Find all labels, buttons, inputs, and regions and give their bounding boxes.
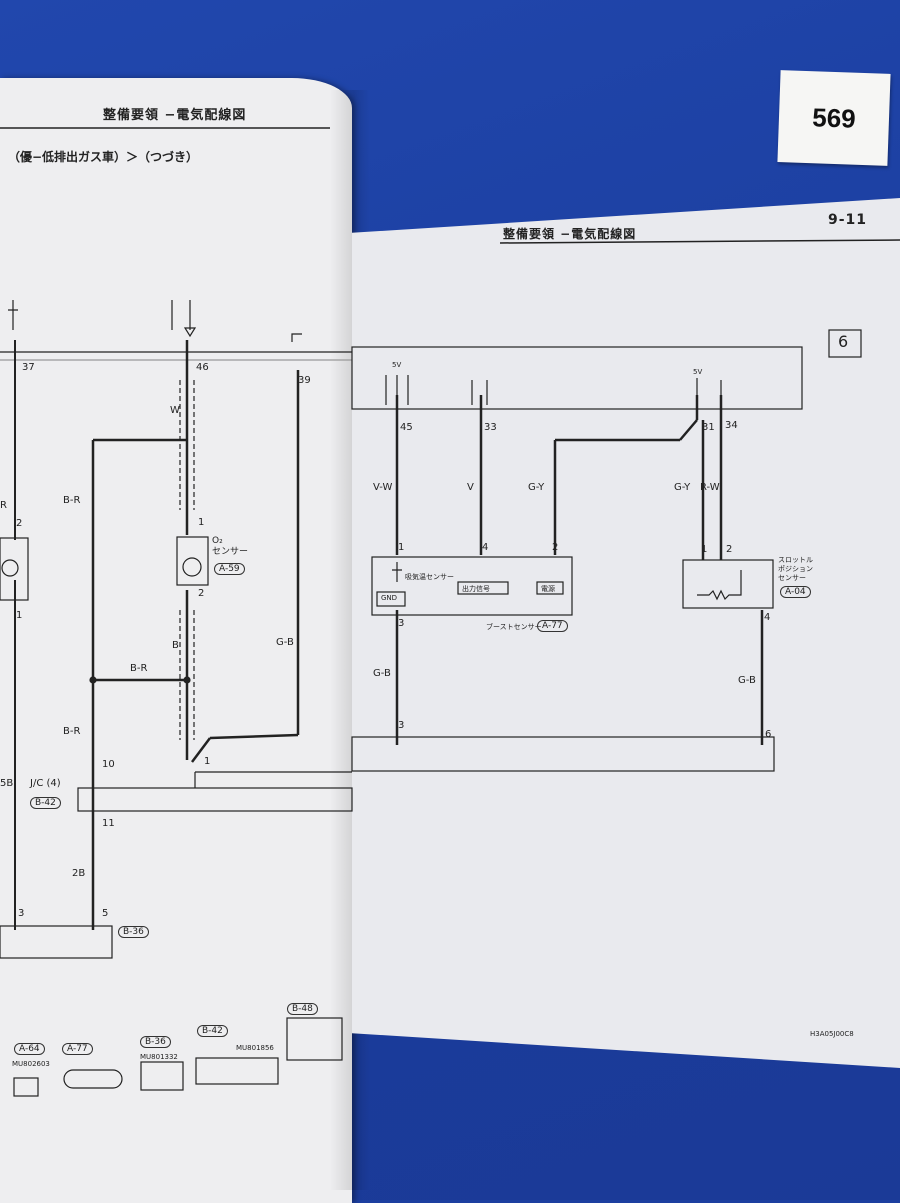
jc-label: J/C (4) — [30, 778, 61, 789]
pin-label: 33 — [484, 422, 497, 433]
pin-label: 1 — [198, 517, 205, 528]
wire-label: R — [0, 500, 7, 511]
boost-sensor-code: A-77 — [537, 620, 568, 632]
o2-sensor-label: O₂ センサー — [212, 536, 249, 557]
pin-label: 34 — [725, 420, 738, 431]
pin-label: 31 — [702, 422, 715, 433]
power-label: 電源 — [541, 585, 555, 593]
o2-sensor-code: A-59 — [214, 563, 245, 575]
throttle-sensor-label: スロットル ポジション センサー — [778, 556, 813, 582]
section-number: 6 — [838, 332, 849, 351]
pin-label: 1 — [204, 756, 211, 767]
voltage-label: 5V — [392, 361, 402, 369]
pin-label: 39 — [298, 375, 311, 386]
pin-label: 3 — [398, 720, 405, 731]
pin-label: 10 — [102, 759, 115, 770]
part-number: MU801332 — [140, 1053, 178, 1061]
left-page-subtitle: （優−低排出ガス車）＞（つづき） — [8, 150, 199, 164]
wire-label: B-R — [63, 726, 81, 737]
wire-label: B-R — [130, 663, 148, 674]
intake-temp-sensor-label: 吸気温センサー — [405, 573, 454, 581]
throttle-sensor-code: A-04 — [780, 586, 811, 598]
pin-label: 2 — [198, 588, 205, 599]
connector-code: B-36 — [140, 1036, 171, 1048]
part-number: MU801856 — [236, 1044, 274, 1052]
page-number: 9-11 — [828, 212, 868, 228]
pin-label: 2 — [726, 544, 733, 555]
wire-label: 5B — [0, 778, 14, 789]
pin-label: 2 — [552, 542, 559, 553]
right-page — [352, 198, 900, 1068]
connector-code: A-64 — [14, 1043, 45, 1055]
pin-label: 1 — [16, 610, 23, 621]
output-signal-label: 出力信号 — [462, 585, 490, 593]
connector-code: A-77 — [62, 1043, 93, 1055]
wire-label: B — [172, 640, 179, 651]
wire-label: 2B — [72, 868, 86, 879]
wire-label: V — [467, 482, 474, 493]
wire-label: G-B — [738, 675, 756, 686]
pin-label: 1 — [701, 544, 708, 555]
boost-sensor-label: ブーストセンサー — [486, 623, 542, 631]
pin-label: 3 — [398, 618, 405, 629]
pin-label: 37 — [22, 362, 35, 373]
pin-label: 1 — [398, 542, 405, 553]
pin-label: 46 — [196, 362, 209, 373]
left-page — [0, 78, 352, 1203]
pin-label: 3 — [18, 908, 25, 919]
wire-label: G-Y — [674, 482, 691, 493]
wire-label: W — [170, 405, 180, 416]
pin-label: 4 — [482, 542, 489, 553]
connector-code: B-48 — [287, 1003, 318, 1015]
left-page-title: 整備要領 −電気配線図 — [103, 108, 247, 123]
pin-label: 6 — [765, 729, 772, 740]
wire-label: B-R — [63, 495, 81, 506]
pin-label: 5 — [102, 908, 109, 919]
pin-label: 2 — [16, 518, 23, 529]
wire-label: G-B — [276, 637, 294, 648]
pin-label: 11 — [102, 818, 115, 829]
jc-code: B-42 — [30, 797, 61, 809]
wire-label: V-W — [373, 482, 393, 493]
footer-code: H3A05J00C8 — [810, 1030, 854, 1038]
part-number: MU802603 — [12, 1060, 50, 1068]
right-page-title: 整備要領 −電気配線図 — [503, 227, 637, 241]
gnd-label: GND — [381, 594, 398, 602]
voltage-label: 5V — [693, 368, 703, 376]
wire-label: G-Y — [528, 482, 545, 493]
wire-label: G-B — [373, 668, 391, 679]
pin-label: 45 — [400, 422, 413, 433]
wire-label: R-W — [700, 482, 720, 493]
connector-code: B-42 — [197, 1025, 228, 1037]
b36-code: B-36 — [118, 926, 149, 938]
pin-label: 4 — [764, 612, 771, 623]
